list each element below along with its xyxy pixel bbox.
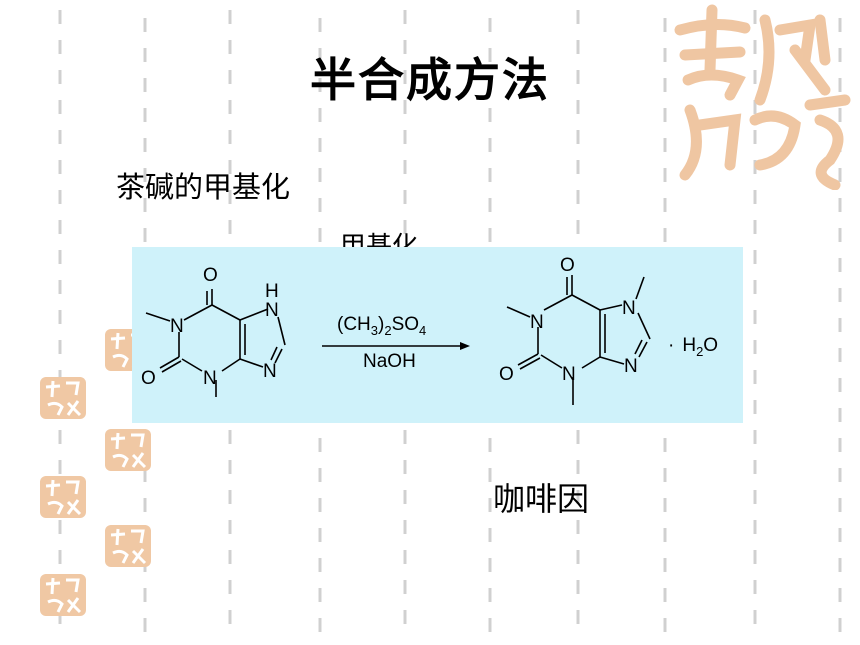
product-structure bbox=[506, 275, 651, 405]
seal-icon bbox=[40, 574, 86, 616]
reactant-atom-h7: H bbox=[265, 281, 279, 302]
product-atom-o: O bbox=[560, 255, 575, 276]
seal-icon bbox=[40, 377, 86, 419]
product-atom-n9: N bbox=[624, 356, 638, 377]
slide-title: 半合成方法 bbox=[310, 53, 550, 107]
reactant-atom-n7: N bbox=[265, 300, 279, 321]
reactant-atom-n9: N bbox=[263, 361, 277, 382]
product-atom-n1: N bbox=[530, 312, 544, 333]
product-atom-n7: N bbox=[622, 298, 636, 319]
product-atom-o2: O bbox=[499, 364, 514, 385]
reaction-diagram: O N H N O N N (CH3)2SO4 NaOH bbox=[141, 255, 718, 405]
reagent-above: (CH3)2SO4 bbox=[337, 314, 426, 338]
seal-icon bbox=[105, 525, 151, 567]
reactant-atom-n1: N bbox=[170, 316, 184, 337]
product-name: 咖啡因 bbox=[493, 480, 590, 518]
hydrate-formula: ·H2O bbox=[668, 335, 718, 359]
seal-icon bbox=[105, 429, 151, 471]
reaction-arrow-head bbox=[460, 342, 470, 350]
seal-icon bbox=[40, 476, 86, 518]
reagent-below: NaOH bbox=[363, 351, 416, 372]
reactant-atom-n3: N bbox=[203, 368, 217, 389]
reactant-atom-o: O bbox=[203, 265, 218, 286]
seal-icon-large bbox=[674, 4, 851, 190]
reaction-scheme: O N H N O N N (CH3)2SO4 NaOH bbox=[132, 247, 743, 423]
product-atom-n3: N bbox=[562, 364, 576, 385]
slide-subtitle: 茶碱的甲基化 bbox=[116, 170, 291, 204]
reactant-atom-o2: O bbox=[141, 368, 156, 389]
reactant-structure bbox=[145, 289, 286, 397]
